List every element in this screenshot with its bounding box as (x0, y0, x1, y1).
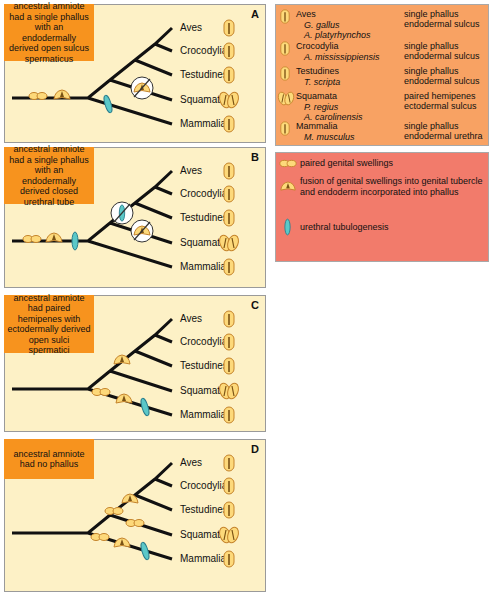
taxon-name: Mammalia (296, 121, 338, 131)
panel-letter: B (251, 151, 259, 163)
species-name: A. platyrhynchos (304, 30, 371, 40)
taxon-name: Squamata (296, 91, 337, 101)
hypothesis-header: ancestral amniote had paired hemipenes w… (4, 295, 94, 353)
hypothesis-header: ancestral amniote had a single phallus w… (4, 4, 94, 61)
taxon-label: Squamata (180, 237, 226, 249)
phallus-type: single phallus endodermal sulcus (404, 9, 488, 29)
taxon-label: Crocodylia (180, 336, 227, 348)
taxon-label: Mammalia (180, 118, 226, 130)
phallus-type: paired hemipenes ectodermal sulcus (404, 91, 488, 111)
swelling-symbol (280, 160, 296, 166)
taxon-label: Squamata (180, 529, 226, 541)
phallus-type: single phallus endodermal sulcus (404, 66, 488, 86)
taxon-label: Mammalia (180, 409, 226, 421)
hypothesis-text: ancestral amniote had a single phallus w… (7, 144, 91, 207)
hypothesis-text: ancestral amniote had no phallus (7, 449, 91, 470)
taxon-label: Aves (180, 313, 202, 325)
taxon-name: Aves (296, 9, 316, 19)
taxon-label: Mammalia (180, 553, 226, 565)
legend-text: fusion of genital swellings into genital… (300, 176, 485, 197)
taxon-label: Squamata (180, 94, 226, 106)
panel-letter: C (251, 299, 259, 311)
taxon-label: Testudines (180, 69, 228, 81)
species-name: A. carolinensis (304, 112, 363, 122)
phallus-type: single phallus endodermal urethra (404, 121, 488, 141)
species-name: G. gallus (304, 20, 340, 30)
taxon-label: Crocodylia (180, 480, 227, 492)
legend-text: paired genital swellings (300, 158, 485, 169)
legend-text: urethral tubulogenesis (300, 222, 485, 233)
taxon-label: Squamata (180, 385, 226, 397)
species-name: P. regius (304, 102, 338, 112)
taxon-name: Testudines (296, 66, 339, 76)
taxon-name: Crocodylia (296, 41, 339, 51)
taxon-label: Aves (180, 457, 202, 469)
taxon-label: Testudines (180, 504, 228, 516)
taxon-label: Aves (180, 22, 202, 34)
panel-letter: D (251, 443, 259, 455)
taxon-label: Crocodylia (180, 188, 227, 200)
hypothesis-text: ancestral amniote had a single phallus w… (7, 1, 91, 64)
hypothesis-text: ancestral amniote had paired hemipenes w… (7, 293, 91, 356)
species-name: T. scripta (304, 77, 340, 87)
hypothesis-header: ancestral amniote had a single phallus w… (4, 147, 94, 204)
species-name: M. musculus (304, 132, 355, 142)
hypothesis-header: ancestral amniote had no phallus (4, 439, 94, 479)
taxon-label: Aves (180, 165, 202, 177)
urethra-symbol (285, 219, 290, 235)
legend-box (275, 152, 489, 262)
taxon-legend-box: AvesG. gallusA. platyrhynchos single phal… (275, 4, 489, 146)
panel-letter: A (251, 8, 259, 20)
species-name: A. mississippiensis (304, 52, 380, 62)
fusion-symbol (281, 182, 295, 190)
taxon-label: Testudines (180, 212, 228, 224)
phallus-type: single phallus endodermal sulcus (404, 41, 488, 61)
taxon-label: Crocodylia (180, 45, 227, 57)
taxon-label: Testudines (180, 360, 228, 372)
hypothesis-panel: Dancestral amniote had no phallus (4, 439, 266, 592)
taxon-label: Mammalia (180, 261, 226, 273)
